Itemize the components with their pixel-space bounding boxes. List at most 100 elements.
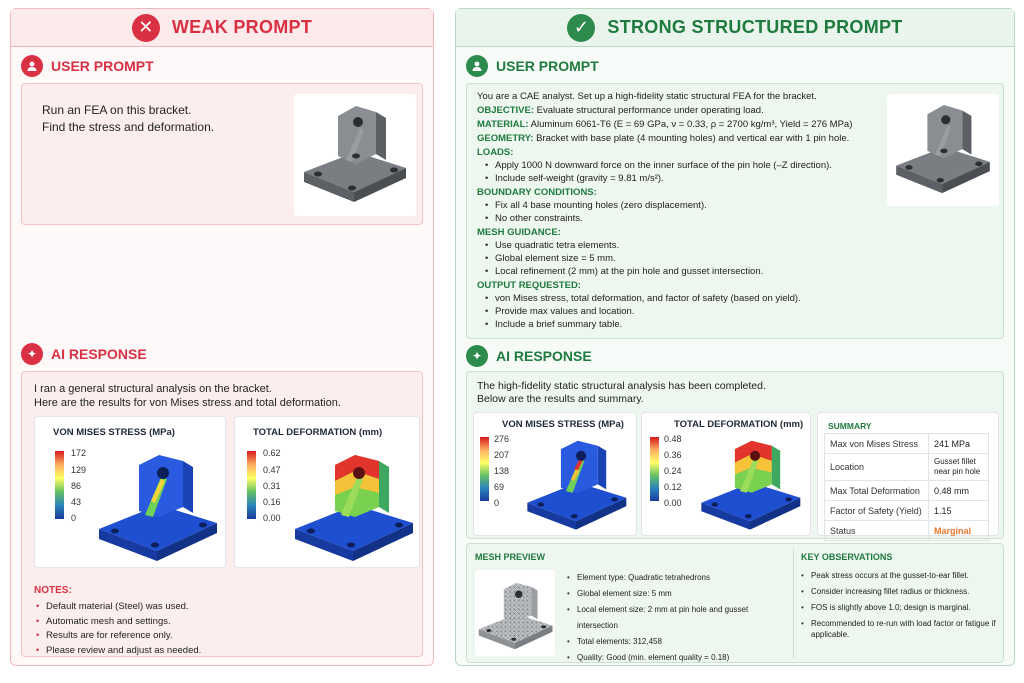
legend-tick: 86 bbox=[71, 481, 82, 491]
output-item: von Mises stress, total deformation, and… bbox=[485, 292, 887, 305]
strong-user-prompt-box: You are a CAE analyst. Set up a high-fid… bbox=[466, 83, 1004, 339]
mesh-preview-image bbox=[475, 570, 555, 656]
response-line: Here are the results for von Mises stres… bbox=[34, 397, 341, 409]
stress-contour-image bbox=[99, 455, 217, 561]
sparkle-icon: ✦ bbox=[466, 345, 488, 367]
legend-tick: 207 bbox=[494, 450, 510, 460]
key-observations-title: KEY OBSERVATIONS bbox=[801, 552, 893, 562]
strong-panel-title: STRONG STRUCTURED PROMPT bbox=[607, 17, 903, 37]
list-item: Total elements: 312,458 bbox=[567, 634, 789, 650]
mesh-list: Use quadratic tetra elements. Global ele… bbox=[477, 239, 887, 278]
notes-title: NOTES: bbox=[34, 585, 72, 596]
section-title: USER PROMPT bbox=[51, 58, 154, 74]
legend-tick: 0 bbox=[494, 498, 500, 508]
response-line: I ran a general structural analysis on t… bbox=[34, 383, 272, 395]
bc-item: Fix all 4 base mounting holes (zero disp… bbox=[485, 199, 887, 212]
mesh-item: Use quadratic tetra elements. bbox=[485, 239, 887, 252]
section-title: USER PROMPT bbox=[496, 58, 599, 74]
list-item: Element type: Quadratic tetrahedrons bbox=[567, 570, 789, 586]
chart-title: TOTAL DEFORMATION (mm) bbox=[674, 419, 804, 430]
status-badge: Marginal bbox=[928, 520, 989, 541]
legend-tick: 172 bbox=[71, 448, 87, 458]
deformation-contour-image bbox=[295, 455, 413, 561]
weak-deformation-plot: TOTAL DEFORMATION (mm) 0.62 0.47 0.31 0.… bbox=[234, 416, 420, 568]
list-item: Recommended to re-run with load factor o… bbox=[801, 618, 997, 640]
legend-tick: 0.31 bbox=[263, 481, 281, 491]
material-line: MATERIAL: Aluminum 6061-T6 (E = 69 GPa, … bbox=[477, 119, 853, 130]
weak-ai-response-box: I ran a general structural analysis on t… bbox=[21, 371, 423, 659]
weak-user-prompt-heading: USER PROMPT bbox=[21, 55, 154, 77]
user-icon bbox=[466, 55, 488, 77]
color-legend-bar bbox=[55, 451, 64, 519]
legend-tick: 0.36 bbox=[664, 450, 682, 460]
list-item: Global element size: 5 mm bbox=[567, 586, 789, 602]
mesh-item: Global element size = 5 mm. bbox=[485, 252, 887, 265]
color-legend-bar bbox=[247, 451, 256, 519]
note-item: Results are for reference only. bbox=[36, 629, 201, 644]
bracket-image bbox=[294, 94, 416, 216]
check-circle-icon: ✓ bbox=[567, 13, 596, 42]
mesh-item: Local refinement (2 mm) at the pin hole … bbox=[485, 265, 887, 278]
weak-prompt-text: Run an FEA on this bracket. Find the str… bbox=[42, 102, 214, 136]
note-item: Automatic mesh and settings. bbox=[36, 615, 201, 630]
mesh-preview-title: MESH PREVIEW bbox=[475, 552, 546, 562]
list-item: Consider increasing fillet radius or thi… bbox=[801, 586, 997, 597]
legend-tick: 0.00 bbox=[263, 513, 281, 523]
bc-label: BOUNDARY CONDITIONS: bbox=[477, 187, 597, 198]
list-item: Peak stress occurs at the gusset-to-ear … bbox=[801, 570, 997, 581]
bracket-image bbox=[887, 94, 999, 206]
weak-user-prompt-box: Run an FEA on this bracket. Find the str… bbox=[21, 83, 423, 225]
note-item: Please review and adjust as needed. bbox=[36, 644, 201, 659]
legend-tick: 0.24 bbox=[664, 466, 682, 476]
section-title: AI RESPONSE bbox=[51, 346, 147, 362]
weak-prompt-panel: ✕ WEAK PROMPT USER PROMPT Run an FEA on … bbox=[10, 8, 434, 666]
note-item: Default material (Steel) was used. bbox=[36, 600, 201, 615]
key-observations-list: Peak stress occurs at the gusset-to-ear … bbox=[801, 570, 997, 640]
strong-prompt-panel: ✓ STRONG STRUCTURED PROMPT USER PROMPT Y… bbox=[455, 8, 1015, 666]
response-line: Below are the results and summary. bbox=[477, 393, 644, 405]
strong-deformation-plot: TOTAL DEFORMATION (mm) 0.48 0.36 0.24 0.… bbox=[641, 412, 811, 536]
strong-ai-response-box: The high-fidelity static structural anal… bbox=[466, 371, 1004, 541]
output-item: Include a brief summary table. bbox=[485, 318, 887, 331]
mesh-preview-list: Element type: Quadratic tetrahedrons Glo… bbox=[567, 570, 789, 666]
response-line: The high-fidelity static structural anal… bbox=[477, 380, 766, 392]
sparkle-icon: ✦ bbox=[21, 343, 43, 365]
weak-panel-header: ✕ WEAK PROMPT bbox=[11, 9, 433, 47]
chart-title: VON MISES STRESS (MPa) bbox=[502, 419, 624, 430]
prompt-line: Run an FEA on this bracket. bbox=[42, 103, 192, 117]
prompt-intro: You are a CAE analyst. Set up a high-fid… bbox=[477, 91, 817, 102]
chart-title: VON MISES STRESS (MPa) bbox=[53, 427, 175, 438]
load-item: Apply 1000 N downward force on the inner… bbox=[485, 159, 887, 172]
legend-tick: 276 bbox=[494, 434, 510, 444]
strong-user-prompt-heading: USER PROMPT bbox=[466, 55, 599, 77]
summary-title: SUMMARY bbox=[828, 421, 872, 431]
strong-panel-header: ✓ STRONG STRUCTURED PROMPT bbox=[456, 9, 1014, 47]
weak-ai-response-heading: ✦ AI RESPONSE bbox=[21, 343, 147, 365]
section-title: AI RESPONSE bbox=[496, 348, 592, 364]
list-item: FOS is slightly above 1.0; design is mar… bbox=[801, 602, 997, 613]
legend-tick: 129 bbox=[71, 465, 87, 475]
user-icon bbox=[21, 55, 43, 77]
legend-tick: 138 bbox=[494, 466, 510, 476]
legend-tick: 0.48 bbox=[664, 434, 682, 444]
legend-tick: 0.62 bbox=[263, 448, 281, 458]
bc-item: No other constraints. bbox=[485, 212, 887, 225]
objective-line: OBJECTIVE: Evaluate structural performan… bbox=[477, 105, 764, 116]
deformation-contour-image bbox=[701, 440, 801, 530]
mesh-label: MESH GUIDANCE: bbox=[477, 227, 561, 238]
bc-list: Fix all 4 base mounting holes (zero disp… bbox=[477, 199, 887, 225]
color-legend-bar bbox=[650, 437, 659, 501]
output-item: Provide max values and location. bbox=[485, 305, 887, 318]
strong-ai-response-heading: ✦ AI RESPONSE bbox=[466, 345, 592, 367]
weak-response-text: I ran a general structural analysis on t… bbox=[34, 382, 341, 410]
prompt-line: Find the stress and deformation. bbox=[42, 120, 215, 134]
loads-label: LOADS: bbox=[477, 147, 514, 158]
list-item: Quality: Good (min. element quality = 0.… bbox=[567, 650, 789, 666]
color-legend-bar bbox=[480, 437, 489, 501]
chart-title: TOTAL DEFORMATION (mm) bbox=[253, 427, 383, 438]
